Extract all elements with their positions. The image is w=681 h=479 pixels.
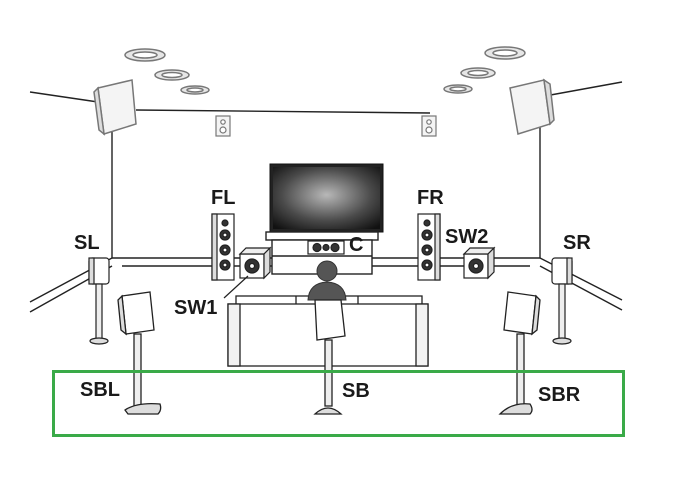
- label-sw2: SW2: [445, 226, 489, 248]
- label-sl: SL: [74, 232, 100, 254]
- front-height-speakers: [215, 115, 437, 137]
- subwoofer-1: [238, 246, 272, 280]
- front-right-speaker: [417, 213, 441, 281]
- label-fr: FR: [417, 187, 444, 209]
- label-sb: SB: [342, 380, 370, 402]
- front-left-speaker: [211, 213, 235, 281]
- label-sw1: SW1: [174, 297, 218, 319]
- label-sbr: SBR: [538, 384, 581, 406]
- television: [269, 163, 384, 233]
- label-fl: FL: [211, 187, 236, 209]
- sw1-pointer: [223, 275, 249, 299]
- label-sr: SR: [563, 232, 591, 254]
- label-c: C: [349, 234, 364, 256]
- label-sbl: SBL: [80, 379, 120, 401]
- listener: [307, 260, 347, 301]
- subwoofer-2: [462, 246, 496, 280]
- top-speaker-left: [93, 79, 137, 136]
- top-speaker-right: [509, 78, 555, 135]
- surround-back-highlight-box: [52, 370, 625, 437]
- surround-back-speaker: [313, 299, 346, 415]
- ceiling-speakers: [124, 46, 526, 95]
- center-speaker: [307, 240, 345, 255]
- surround-left-speaker: [88, 257, 110, 345]
- surround-right-speaker: [551, 257, 573, 345]
